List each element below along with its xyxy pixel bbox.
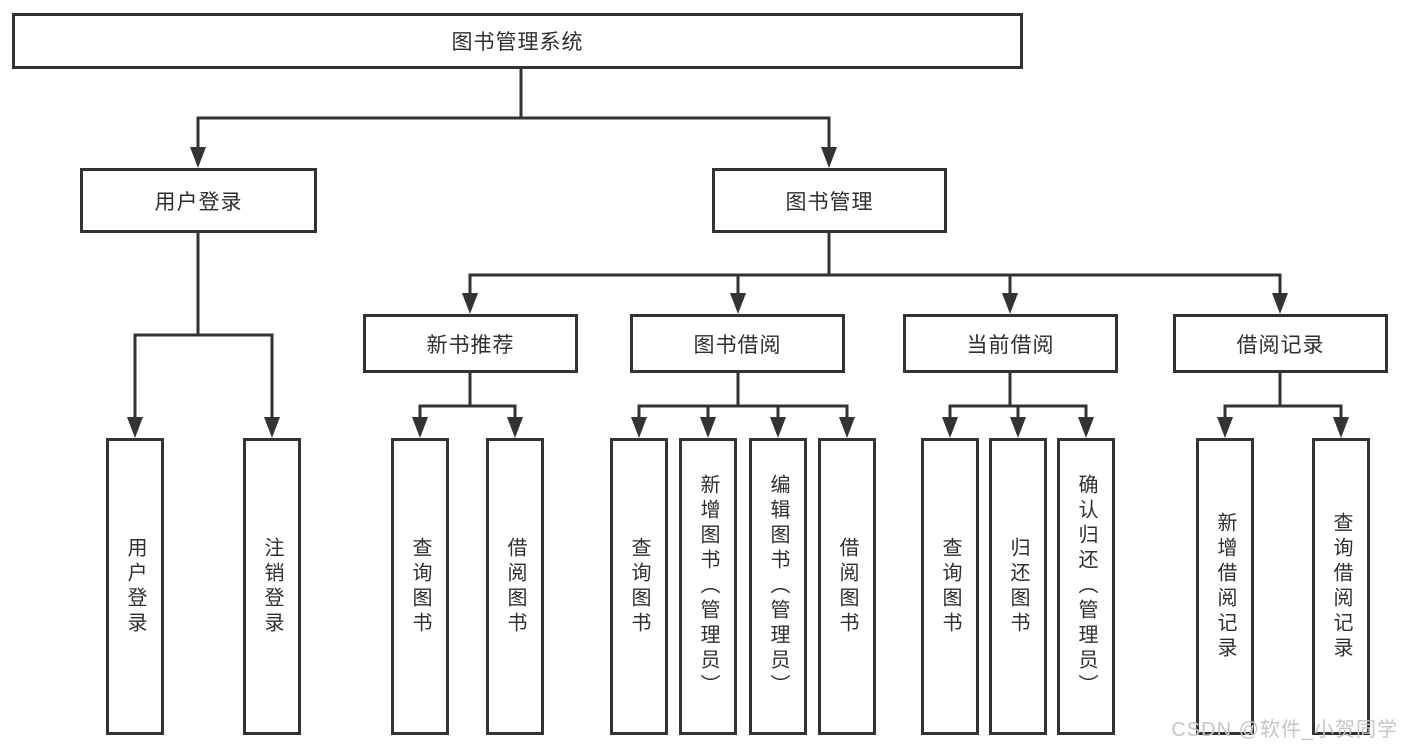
node-label: 查询图书: [628, 536, 650, 637]
node-label: 借阅记录: [1236, 333, 1325, 357]
node-library-management-system: 图书管理系统: [12, 13, 1023, 69]
node-label: 借阅图书: [836, 536, 858, 637]
node-label: 新书推荐: [426, 333, 515, 357]
node-new-book-recommendation: 新书推荐: [363, 314, 578, 373]
node-label: 图书借阅: [693, 333, 782, 357]
leaf-query-books: 查询图书: [610, 438, 668, 735]
leaf-query-books: 查询图书: [391, 438, 449, 735]
leaf-query-borrow-record: 查询借阅记录: [1312, 438, 1370, 735]
node-label: 查询图书: [409, 536, 431, 637]
node-current-borrowing: 当前借阅: [903, 314, 1118, 373]
node-book-borrowing: 图书借阅: [630, 314, 845, 373]
leaf-borrow-books: 借阅图书: [486, 438, 544, 735]
leaf-borrow-books: 借阅图书: [818, 438, 876, 735]
leaf-add-books-admin: 新增图书（管理员）: [679, 438, 737, 735]
node-label: 归还图书: [1007, 536, 1029, 637]
node-label: 当前借阅: [966, 333, 1055, 357]
node-label: 借阅图书: [504, 536, 526, 637]
node-label: 查询借阅记录: [1330, 511, 1352, 662]
node-label: 编辑图书（管理员）: [767, 474, 789, 699]
node-label: 查询图书: [939, 536, 961, 637]
leaf-edit-books-admin: 编辑图书（管理员）: [749, 438, 807, 735]
node-borrowing-records: 借阅记录: [1173, 314, 1388, 373]
node-label: 用户登录: [154, 190, 243, 214]
csdn-watermark: CSDN @软件_小贺同学: [1171, 719, 1398, 741]
leaf-return-books: 归还图书: [989, 438, 1047, 735]
arrowhead-icons: [127, 147, 1349, 438]
node-label: 确认归还（管理员）: [1075, 474, 1097, 699]
node-label: 新增图书（管理员）: [697, 474, 719, 699]
node-book-management: 图书管理: [712, 168, 947, 233]
node-label: 新增借阅记录: [1214, 511, 1236, 662]
leaf-confirm-return-admin: 确认归还（管理员）: [1057, 438, 1115, 735]
leaf-logout: 注销登录: [243, 438, 301, 735]
node-user-login: 用户登录: [80, 168, 317, 233]
node-label: 用户登录: [124, 536, 146, 637]
leaf-add-borrow-record: 新增借阅记录: [1196, 438, 1254, 735]
node-label: 图书管理系统: [451, 31, 584, 54]
leaf-user-login: 用户登录: [106, 438, 164, 735]
node-label: 注销登录: [261, 536, 283, 637]
node-label: 图书管理: [785, 190, 874, 214]
leaf-query-books: 查询图书: [921, 438, 979, 735]
